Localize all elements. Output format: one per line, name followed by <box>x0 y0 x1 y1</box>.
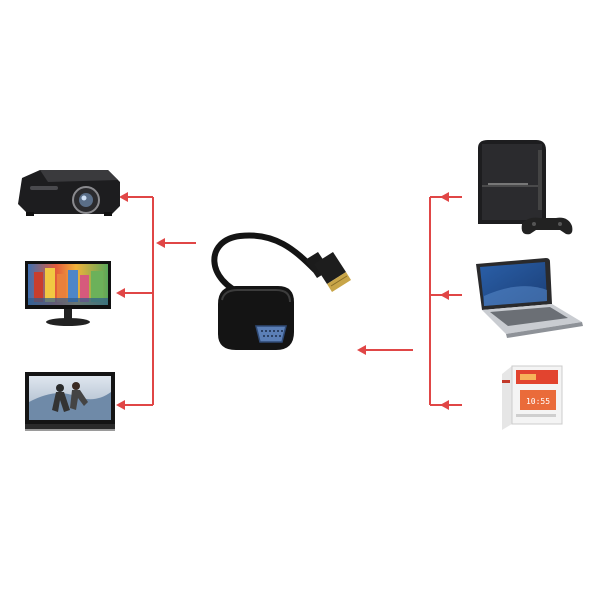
arrowhead-to-projector <box>119 192 128 202</box>
set-top-box-icon: 10:55 <box>502 365 563 430</box>
left-connector-lines <box>122 196 196 406</box>
game-console-icon <box>478 140 573 235</box>
laptop-icon <box>476 258 583 338</box>
arrowhead-to-adapter <box>357 345 366 355</box>
set-top-box-display-text: 10:55 <box>526 397 550 406</box>
projector-icon <box>18 170 120 216</box>
arrowhead-to-monitor <box>116 288 125 298</box>
hdmi-to-vga-adapter-icon <box>211 232 351 350</box>
arrowhead-to-tv <box>116 400 125 410</box>
arrowhead-from-laptop <box>440 290 449 300</box>
right-arrowheads <box>357 192 449 410</box>
left-arrowheads <box>116 192 165 410</box>
right-connector-lines <box>364 196 462 406</box>
tv-icon <box>25 372 115 431</box>
arrowhead-from-settop <box>440 400 449 410</box>
arrowhead-to-left-trunk <box>156 238 165 248</box>
monitor-icon <box>25 261 111 326</box>
arrowhead-from-console <box>440 192 449 202</box>
